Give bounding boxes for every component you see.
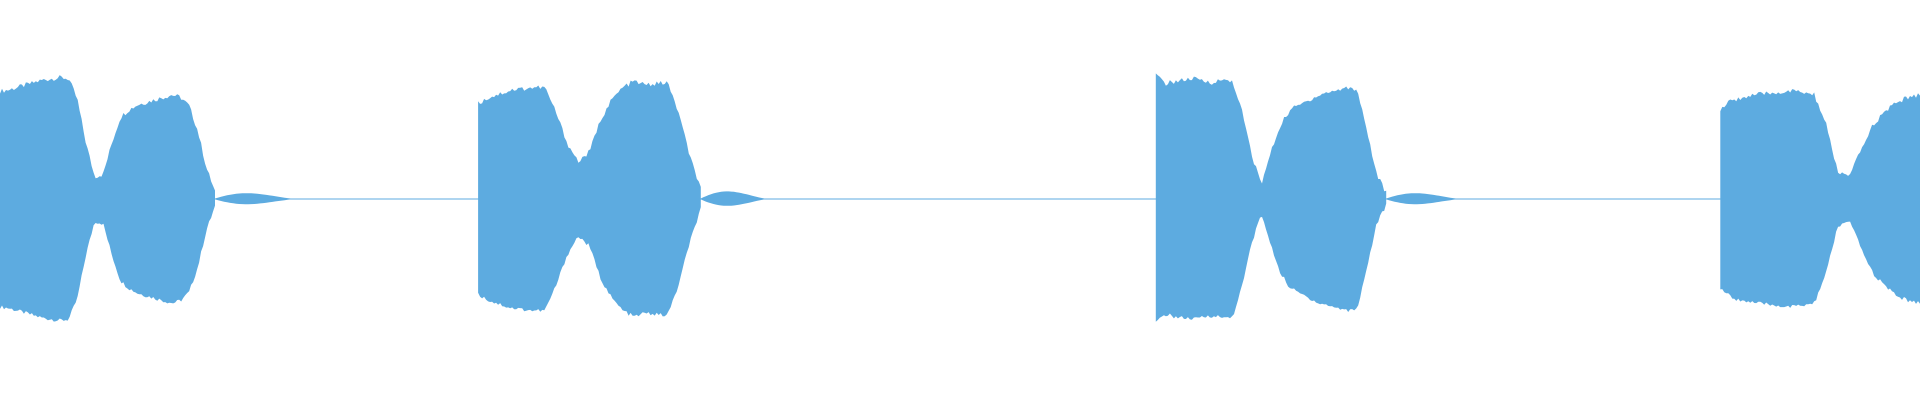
waveform-burst-1 — [0, 75, 215, 322]
waveform-tails — [215, 191, 1498, 206]
waveform-burst-4 — [1720, 89, 1920, 308]
waveform-tail-3 — [1386, 193, 1498, 205]
waveform-tail-1 — [215, 193, 336, 205]
waveform-tail-2 — [700, 191, 803, 206]
waveform-bursts — [0, 73, 1920, 322]
waveform-burst-3 — [1155, 73, 1387, 322]
waveform-burst-2 — [478, 80, 701, 317]
